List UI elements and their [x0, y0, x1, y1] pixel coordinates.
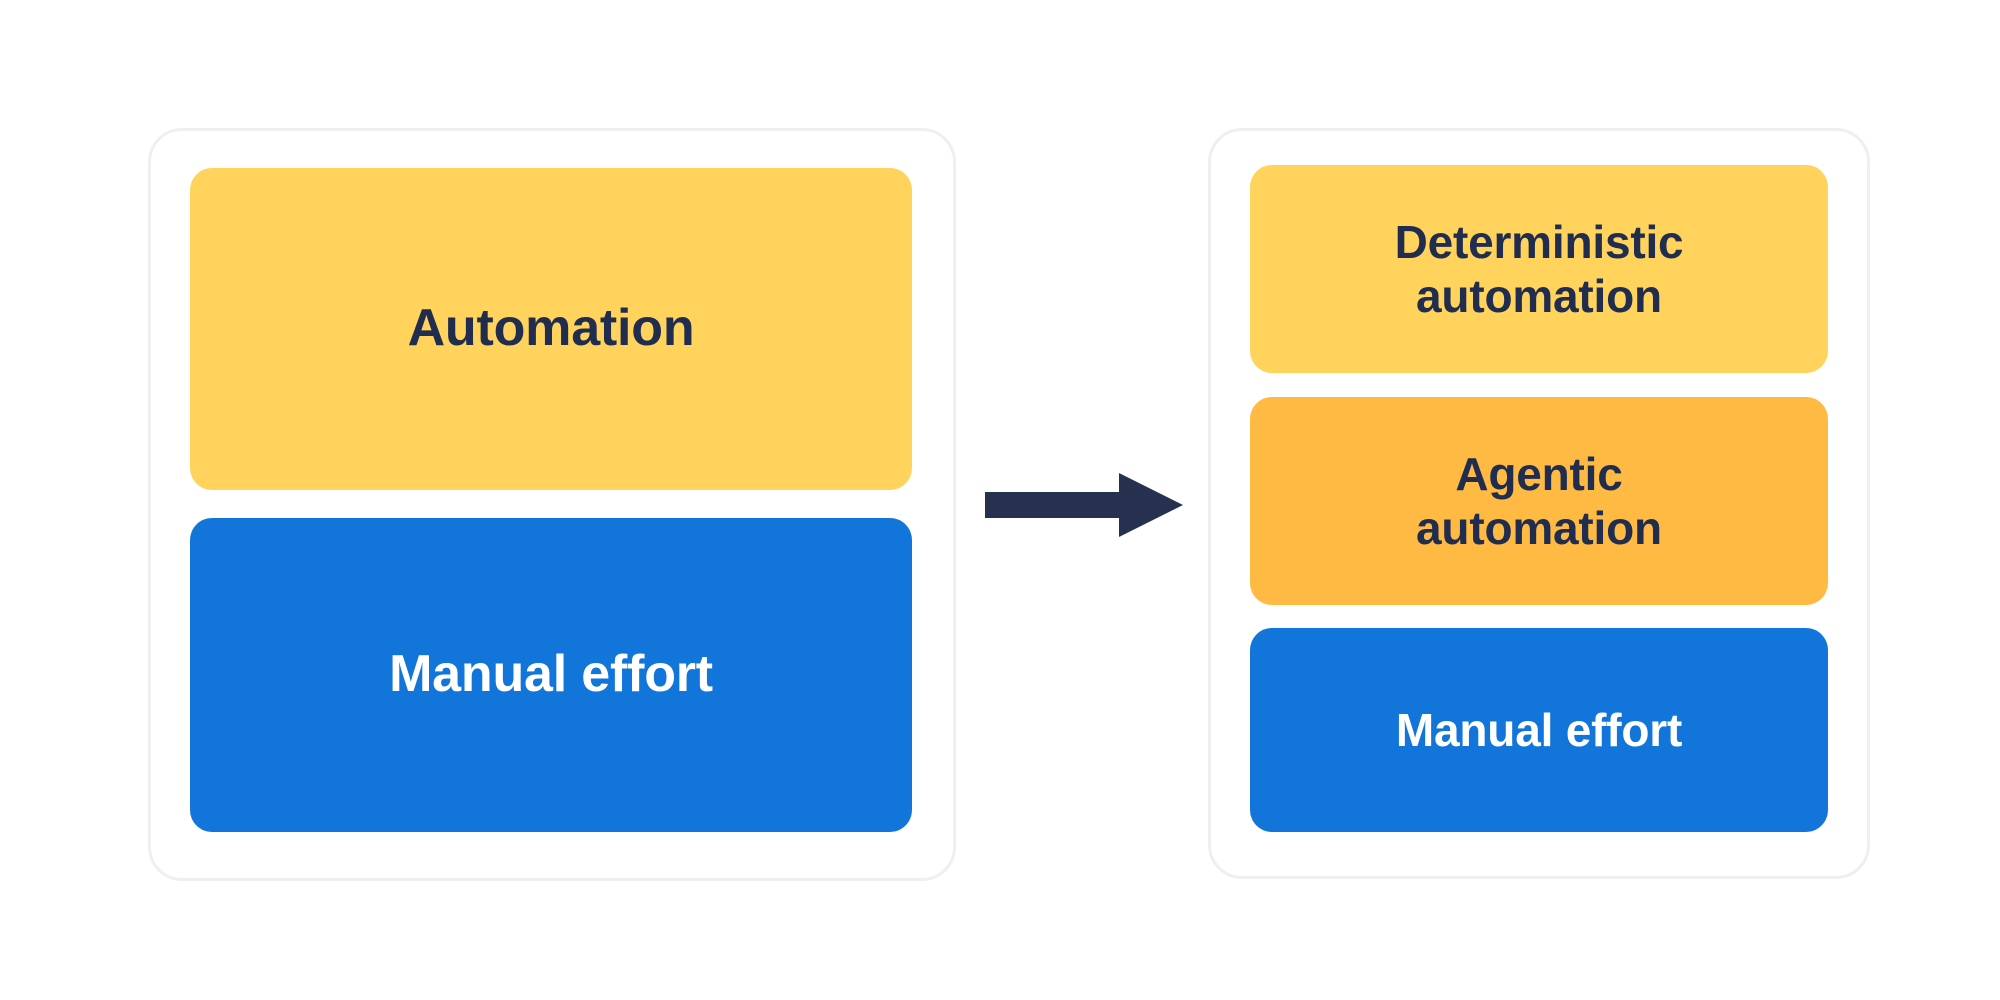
- block-agentic-automation[interactable]: Agentic automation: [1250, 397, 1828, 605]
- block-manual-effort-before[interactable]: Manual effort: [190, 518, 912, 832]
- arrow-right-icon: [985, 473, 1183, 537]
- block-deterministic-automation[interactable]: Deterministic automation: [1250, 165, 1828, 373]
- block-automation[interactable]: Automation: [190, 168, 912, 490]
- block-manual-effort-after[interactable]: Manual effort: [1250, 628, 1828, 832]
